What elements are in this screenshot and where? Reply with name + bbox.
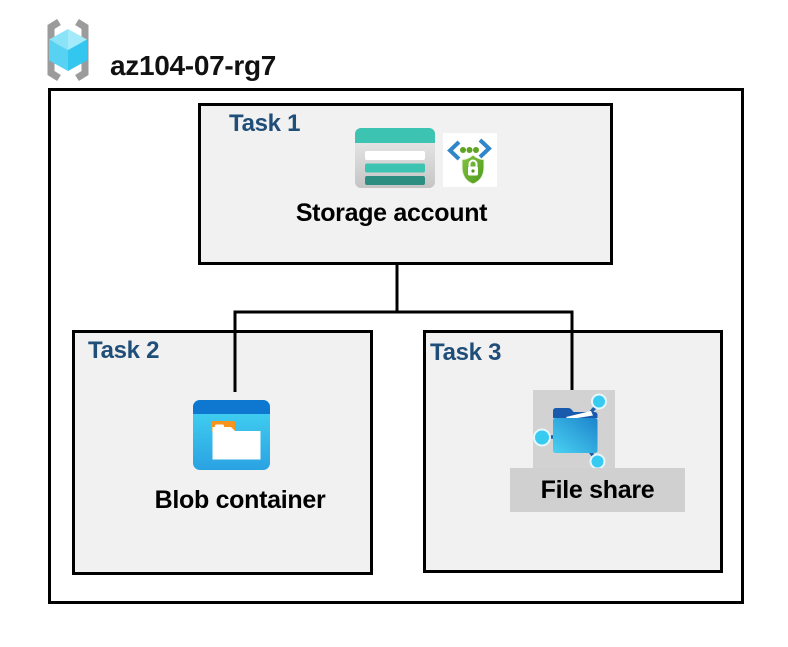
- blob-container-icon: [193, 400, 270, 470]
- file-share-icon: [533, 390, 615, 470]
- secure-access-icon: [443, 133, 497, 187]
- resource-group-icon: [47, 19, 89, 81]
- task3-label: Task 3: [430, 339, 502, 366]
- task1-label: Task 1: [229, 110, 301, 137]
- task2-label: Task 2: [88, 337, 160, 364]
- file-share-label-highlight: File share: [510, 468, 685, 512]
- file-share-label: File share: [540, 475, 655, 504]
- storage-account-label: Storage account: [295, 199, 488, 227]
- blob-container-label: Blob container: [154, 486, 326, 514]
- storage-account-icon: [355, 128, 435, 188]
- resource-group-title: az104-07-rg7: [110, 49, 277, 81]
